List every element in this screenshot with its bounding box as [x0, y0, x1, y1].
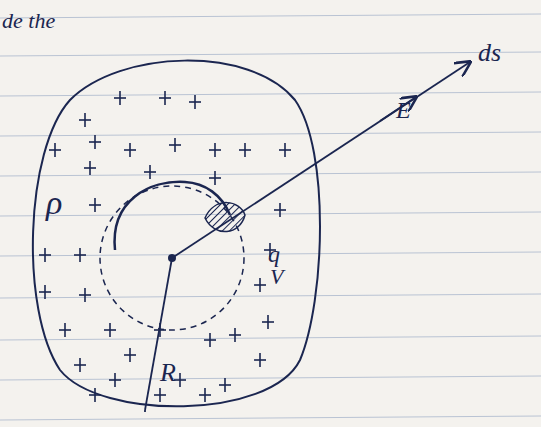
gaussian-surface [100, 186, 244, 330]
plus-sign [214, 171, 216, 185]
plus-sign [164, 91, 166, 105]
plus-sign [94, 388, 96, 402]
plus-sign [234, 328, 236, 342]
plus-sign [209, 333, 211, 347]
plus-sign [44, 248, 46, 262]
plus-sign [79, 248, 81, 262]
plus-sign [174, 138, 176, 152]
plus-sign [94, 198, 96, 212]
plus-sign [109, 323, 111, 337]
plus-sign [159, 388, 161, 402]
plus-sign [279, 203, 281, 217]
plus-sign [89, 161, 91, 175]
plus-sign [259, 353, 261, 367]
area-element [205, 203, 245, 232]
plus-sign [129, 348, 131, 362]
volume-label: V [270, 266, 283, 288]
plus-sign [204, 388, 206, 402]
ruled-lines [0, 14, 541, 420]
area-vector-label: ds⃗ [478, 40, 521, 66]
field-label: E⃗ [396, 98, 429, 122]
plus-sign [284, 143, 286, 157]
plus-sign [79, 358, 81, 372]
heading-fragment: de the [2, 10, 55, 32]
plus-sign [194, 95, 196, 109]
plus-sign [129, 143, 131, 157]
plus-sign [259, 278, 261, 292]
area-vector [172, 62, 470, 258]
plus-sign [267, 315, 269, 329]
plus-sign [214, 143, 216, 157]
plus-sign [119, 91, 121, 105]
radius-label: R [160, 360, 176, 386]
charge-signs [39, 91, 291, 402]
plus-sign [84, 288, 86, 302]
plus-sign [159, 323, 161, 337]
plus-sign [64, 323, 66, 337]
charge-label: q [268, 242, 280, 266]
plus-sign [244, 143, 246, 157]
plus-sign [224, 378, 226, 392]
plus-sign [114, 373, 116, 387]
plus-sign [84, 113, 86, 127]
plus-sign [44, 285, 46, 299]
sphere-outline [33, 61, 320, 407]
plus-sign [149, 165, 151, 179]
radius-base [144, 410, 146, 412]
plus-sign [54, 143, 56, 157]
charge-density: ρ [46, 186, 62, 220]
radius-line [145, 258, 172, 410]
plus-sign [94, 135, 96, 149]
plus-sign [179, 373, 181, 387]
center-dot [168, 254, 176, 262]
